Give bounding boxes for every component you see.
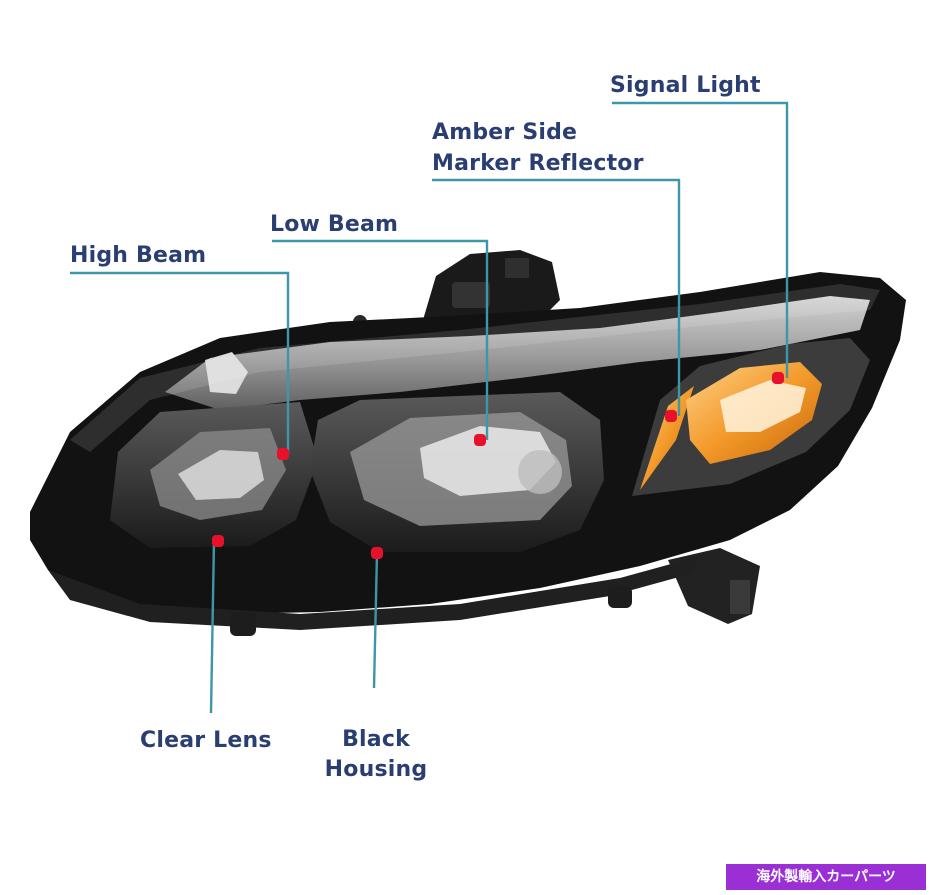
marker-dot-black-housing <box>371 547 383 559</box>
leader-lines <box>70 101 789 714</box>
leader-black-housing <box>372 552 379 689</box>
marker-dot-low-beam <box>474 434 486 446</box>
signal-chamber <box>632 338 870 496</box>
leader-signal-light <box>612 101 789 378</box>
marker-dot-signal-light <box>772 372 784 384</box>
leader-low-beam <box>272 239 489 440</box>
chrome-top-strip <box>165 296 870 410</box>
rear-connector <box>668 548 760 624</box>
label-black-line1: Black <box>342 727 410 752</box>
leader-amber-reflector <box>432 178 681 416</box>
label-low-beam: Low Beam <box>270 212 399 237</box>
clear-lens-highlight <box>70 284 880 452</box>
label-amber-line2: Marker Reflector <box>432 151 644 176</box>
low-beam-chamber <box>310 392 604 552</box>
leader-high-beam <box>70 271 290 454</box>
marker-dots <box>212 372 784 559</box>
leader-clear-lens <box>209 539 216 714</box>
marker-dot-clear-lens <box>212 535 224 547</box>
label-black-line2: Housing <box>324 757 428 782</box>
label-clear-lens: Clear Lens <box>140 728 272 753</box>
marker-dot-amber-reflector <box>665 410 677 422</box>
label-signal-light: Signal Light <box>610 73 761 98</box>
high-beam-chamber <box>110 402 318 548</box>
marker-dot-high-beam <box>277 448 289 460</box>
label-amber-line1: Amber Side <box>432 120 578 145</box>
watermark-badge: 海外製輸入カーパーツ <box>726 864 926 890</box>
label-high-beam: High Beam <box>70 243 207 268</box>
